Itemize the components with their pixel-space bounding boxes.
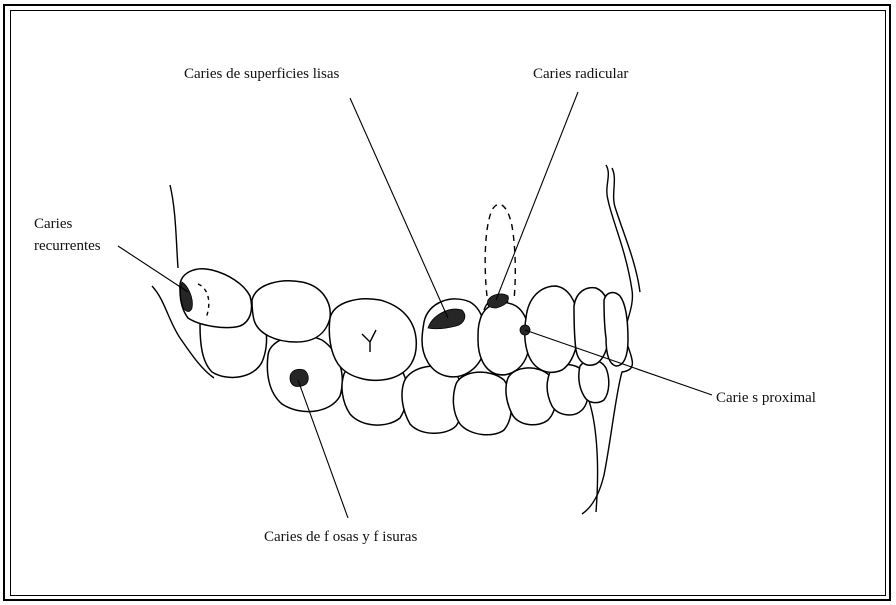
lower-tooth-8 — [579, 360, 609, 402]
label-caries-recurrentes-1: Caries — [34, 216, 72, 232]
molar-2 — [252, 281, 330, 342]
label-caries-fosas-fisuras: Caries de f osas y f isuras — [264, 529, 417, 545]
premolar-2 — [478, 302, 530, 374]
canine — [525, 286, 579, 372]
incisor-2 — [604, 293, 628, 366]
left-lip-contour — [170, 185, 178, 268]
label-caries-recurrentes-2: recurrentes — [34, 238, 101, 254]
lower-tooth-5 — [453, 372, 511, 435]
label-caries-radicular: Caries radicular — [533, 66, 628, 82]
label-caries-proximal: Carie s proximal — [716, 390, 816, 406]
lower-gum-contour — [588, 398, 598, 512]
root-outline-dashed — [485, 204, 515, 300]
leader-superficies-lisas — [350, 98, 448, 318]
label-caries-superficies-lisas: Caries de superficies lisas — [184, 66, 340, 82]
leader-radicular — [496, 92, 578, 300]
molar-3 — [329, 299, 416, 381]
